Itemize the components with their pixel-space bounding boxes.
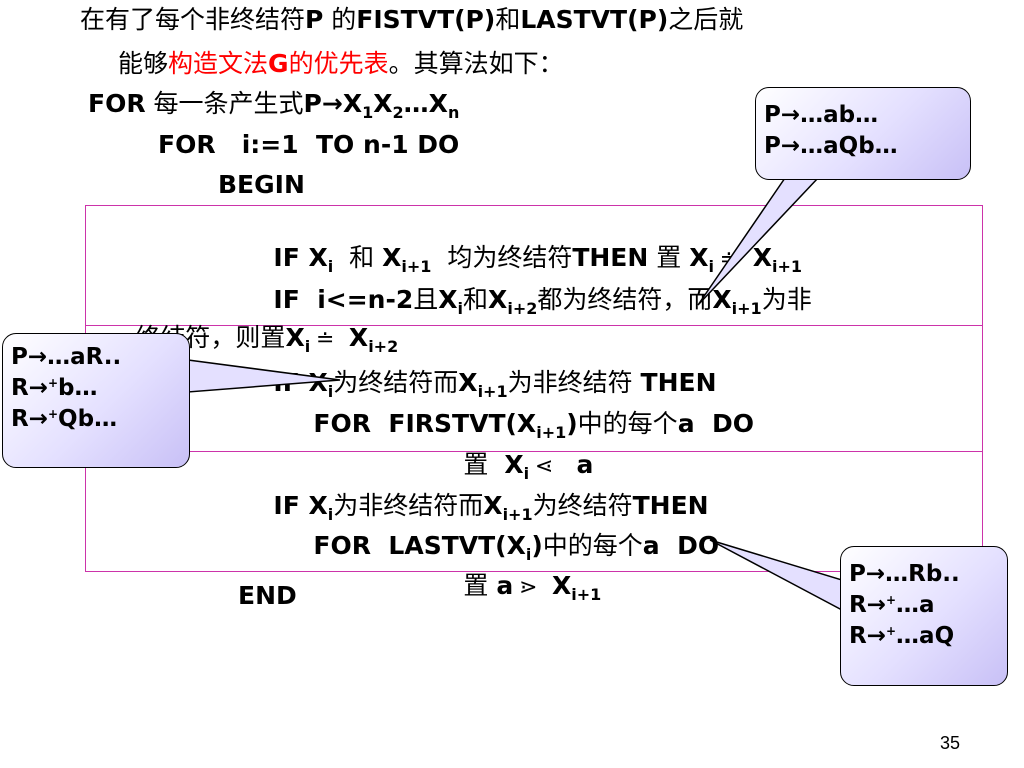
if-line-2: IF i<=n-2且Xi和Xi+2都为终结符，而Xi+1为非 <box>273 285 812 318</box>
if-line-1: IF Xi 和 Xi+1 均为终结符THEN 置 Xi≐ Xi+1 <box>273 243 802 276</box>
callout-line: R→+b… <box>11 375 98 401</box>
callout-line: P→…Rb.. <box>849 561 960 587</box>
intro-line-2: 能够构造文法G的优先表。其算法如下： <box>118 49 564 78</box>
if-line-4-set: 置 a⋗ Xi+1 <box>463 571 602 604</box>
equal-precedence-symbol: ≐ <box>315 327 335 352</box>
if-block-box-3 <box>85 451 983 572</box>
if-line-3-for: FOR FIRSTVT(Xi+1)中的每个a DO <box>313 409 754 442</box>
callout-line: R→+…aQ <box>849 623 955 649</box>
callout-tail-left <box>187 359 341 393</box>
callout-tail-top-right <box>697 177 820 306</box>
callout-tail-bottom-right <box>709 539 843 612</box>
highlight-construct: 构造文法 <box>168 49 269 78</box>
callout-left: P→…aR.. R→+b… R→+Qb… <box>2 333 190 468</box>
callout-bottom-right: P→…Rb.. R→+…a R→+…aQ <box>840 546 1008 686</box>
intro-line-1: 在有了每个非终结符P 的FISTVT(P)和LASTVT(P)之后就 <box>80 5 744 34</box>
if-line-4-for: FOR LASTVT(Xi)中的每个a DO <box>313 531 720 564</box>
end-keyword: END <box>238 581 297 610</box>
callout-line: P→…aQb… <box>764 133 898 159</box>
less-precedence-symbol: ⋖ <box>534 454 554 479</box>
if-line-3-set: 置 Xi⋖ a <box>463 450 594 483</box>
page-number: 35 <box>940 733 961 753</box>
for-inner-line: FOR i:=1 TO n-1 DO <box>158 130 460 159</box>
callout-line: R→+Qb… <box>11 406 118 432</box>
callout-line: P→…aR.. <box>11 344 122 370</box>
callout-line: R→+…a <box>849 592 935 618</box>
callout-top-right: P→…ab… P→…aQb… <box>755 87 971 180</box>
begin-keyword: BEGIN <box>218 170 305 199</box>
if-line-4: IF Xi为非终结符而Xi+1为终结符THEN <box>273 491 709 524</box>
for-outer-line: FOR 每一条产生式P→X1X2…Xn <box>88 89 460 122</box>
callout-line: P→…ab… <box>764 102 879 128</box>
greater-precedence-symbol: ⋗ <box>519 575 538 600</box>
